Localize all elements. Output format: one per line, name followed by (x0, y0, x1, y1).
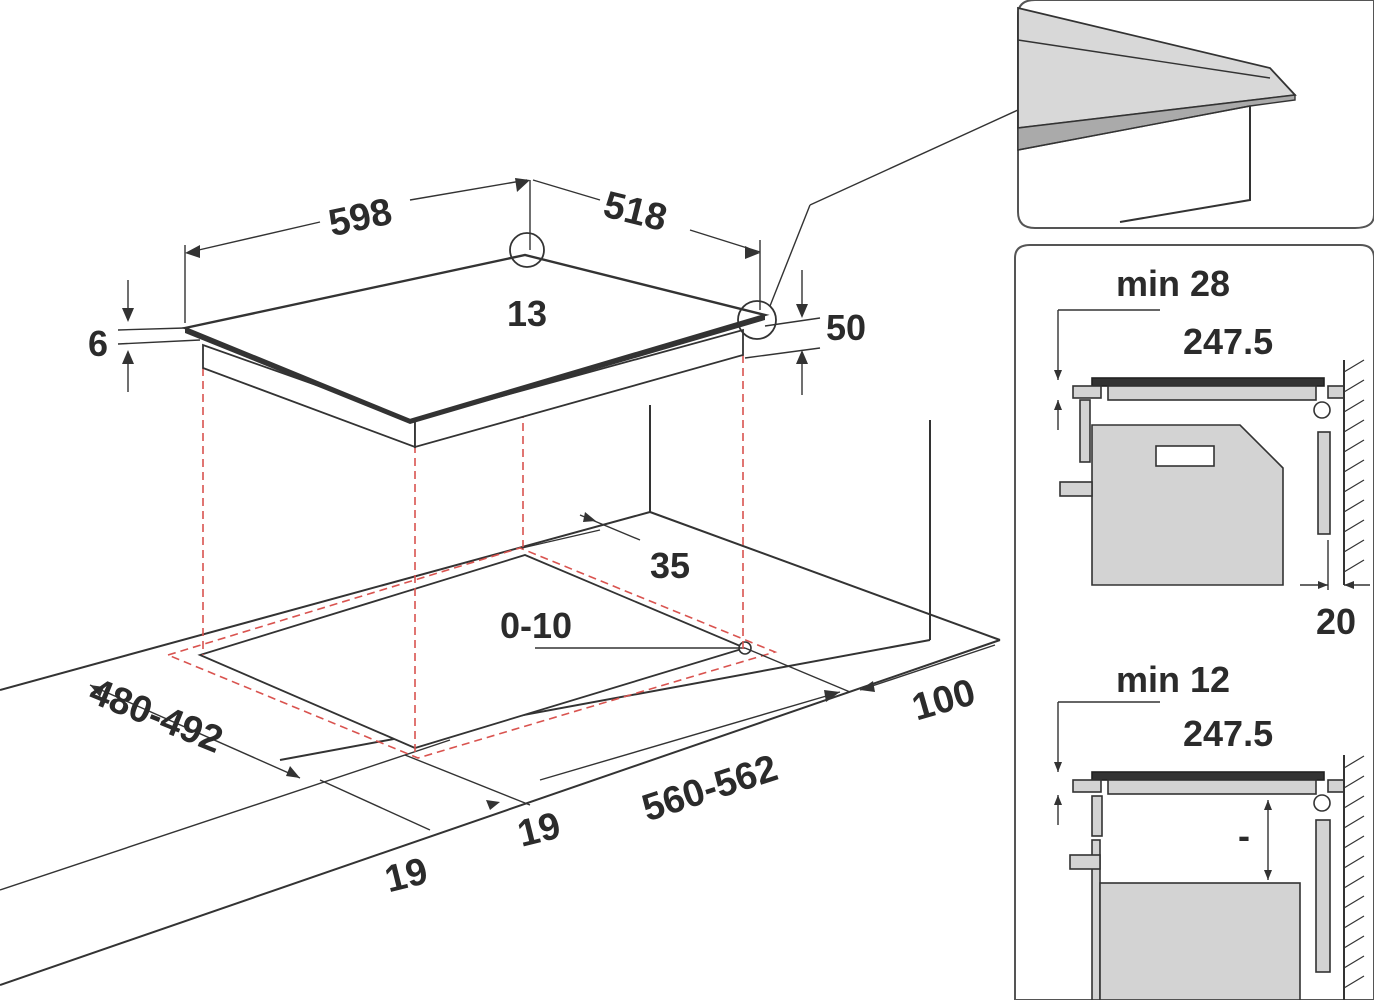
offset-bottom-label: 247.5 (1183, 713, 1273, 754)
front-margin-a-label: 19 (381, 850, 432, 901)
width-label: 598 (325, 191, 396, 245)
wall-hatching-top (1343, 359, 1365, 573)
side-section-bottom (1054, 701, 1365, 1000)
corner-detail-circle (509, 232, 545, 268)
min-clearance-bottom-label: min 12 (1116, 659, 1230, 700)
offset-back-label: 35 (650, 545, 690, 586)
body-height-label: 50 (826, 307, 866, 348)
gap-marker-label: - (1238, 815, 1250, 856)
min-clearance-top-label: min 28 (1116, 263, 1230, 304)
dimension-lines (89, 178, 996, 831)
hob-footprint-projection (165, 355, 778, 759)
wall-hatching-bottom (1343, 755, 1365, 989)
wall-gap-label: 20 (1316, 601, 1356, 642)
glass-thickness-label: 6 (88, 323, 108, 364)
corner-radius-label: 13 (507, 293, 547, 334)
offset-top-label: 247.5 (1183, 321, 1273, 362)
depth-label: 518 (599, 184, 671, 240)
hob-unit (180, 109, 1019, 449)
edge-detail-circle (737, 300, 777, 340)
tolerance-label: 0-10 (500, 605, 572, 646)
front-margin-b-label: 19 (514, 805, 565, 856)
side-section-top (1014, 244, 1374, 1000)
wall-clearance-label: 100 (907, 671, 980, 729)
hob-glass-top (180, 253, 770, 422)
edge-detail-panel (1017, 0, 1374, 229)
